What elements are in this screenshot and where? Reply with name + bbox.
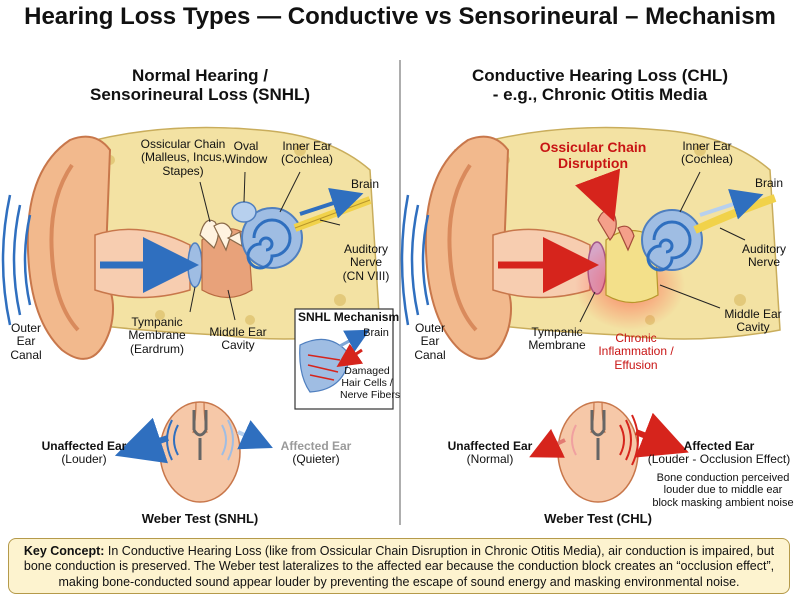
label-middle-left-line2: Cavity <box>221 338 255 353</box>
label-tympanic-right-line1: Tympanic <box>531 325 583 339</box>
label-inner-right-line1: Inner Ear <box>682 139 732 153</box>
label-tympanic-left-line3: (Eardrum) <box>129 341 184 356</box>
left-affected-title: Affected Ear <box>280 439 352 453</box>
label-inner-right-line2: (Cochlea) <box>680 152 734 167</box>
label-outer-right-line3: Canal <box>414 347 446 362</box>
left-heading-line2: Sensorineural Loss (SNHL) <box>90 85 311 105</box>
label-outer-ear-canal-left: Outer Ear Canal <box>4 321 48 362</box>
label-tympanic-left-line2: Membrane <box>128 328 186 343</box>
label-middle-ear-left: Middle Ear Cavity <box>200 325 276 353</box>
right-heading-line2: - e.g., Chronic Otitis Media <box>492 85 708 105</box>
key-concept-label: Key Concept: <box>23 544 105 558</box>
bone-note-line1: Bone conduction perceived <box>656 472 790 484</box>
label-nerve-left-line1: Auditory <box>343 242 389 256</box>
left-weber-head <box>114 401 273 503</box>
left-heading-line1: Normal Hearing / <box>131 66 269 85</box>
right-affected-ear: Affected Ear (Louder - Occlusion Effect) <box>644 439 794 467</box>
label-chronic-inflammation: Chronic Inflammation / Effusion <box>588 331 684 372</box>
label-ossicular-line3: Stapes) <box>162 163 204 178</box>
left-ear-illustration <box>1 126 381 360</box>
inset-brain-label: Brain <box>363 327 389 339</box>
label-ossicular-line1: Ossicular Chain <box>140 137 226 151</box>
label-outer-right-line2: Ear <box>420 334 440 349</box>
label-brain-right: Brain <box>754 176 783 190</box>
left-heading: Normal Hearing / Sensorineural Loss (SNH… <box>90 66 310 104</box>
left-weber-label: Weber Test (SNHL) <box>141 511 259 526</box>
right-affected-title: Affected Ear <box>683 439 755 453</box>
right-unaffected-title: Unaffected Ear <box>447 439 533 453</box>
right-heading: Conductive Hearing Loss (CHL) - e.g., Ch… <box>455 66 745 104</box>
right-weber-head <box>529 401 689 503</box>
label-inner-ear-left: Inner Ear (Cochlea) <box>272 139 342 167</box>
left-leader-lines <box>189 171 341 321</box>
label-outer-right-line1: Outer <box>414 321 445 335</box>
label-nerve-left-line2: Nerve <box>349 255 382 270</box>
label-nerve-right-line2: Nerve <box>747 255 780 270</box>
left-affected-sub: (Quieter) <box>292 452 340 467</box>
label-ossicular-chain: Ossicular Chain (Malleus, Incus, Stapes) <box>128 137 238 178</box>
snhl-inset <box>294 308 394 410</box>
label-inflam-line1: Chronic <box>615 331 657 345</box>
right-affected-sub: (Louder - Occlusion Effect) <box>647 452 791 467</box>
right-unaffected-ear: Unaffected Ear (Normal) <box>440 439 540 467</box>
bone-note-line2: louder due to middle ear <box>663 484 783 497</box>
inset-damaged-line2: Hair Cells / <box>341 376 393 389</box>
label-inflam-line3: Effusion <box>614 357 658 372</box>
label-inner-left-line2: (Cochlea) <box>280 152 334 167</box>
label-oval-line2: Window <box>224 152 268 167</box>
label-brain-left: Brain <box>350 177 379 191</box>
right-weber-label: Weber Test (CHL) <box>544 511 652 526</box>
inset-damaged-label: Damaged Hair Cells / Nerve Fibers <box>340 365 401 401</box>
label-disruption-line2: Disruption <box>558 154 628 171</box>
label-ossicular-disruption: Ossicular Chain Disruption <box>528 139 658 171</box>
bone-note-line3: block masking ambient noise <box>652 496 794 509</box>
right-unaffected-sub: (Normal) <box>466 452 514 467</box>
key-concept-box: Key Concept: In Conductive Hearing Loss … <box>8 538 790 594</box>
label-inflam-line2: Inflammation / <box>598 344 674 359</box>
left-unaffected-ear: Unaffected Ear (Louder) <box>34 439 134 467</box>
page-title: Hearing Loss Types — Conductive vs Senso… <box>24 3 776 30</box>
label-outer-left-line3: Canal <box>10 347 42 362</box>
right-ear-illustration <box>400 126 781 360</box>
left-unaffected-sub: (Louder) <box>61 452 107 467</box>
label-oval-line1: Oval <box>233 139 259 153</box>
label-outer-left-line1: Outer <box>10 321 41 335</box>
label-outer-left-line2: Ear <box>16 334 36 349</box>
label-tympanic-left-line1: Tympanic <box>131 315 183 329</box>
label-nerve-right-line1: Auditory <box>741 242 787 256</box>
inset-damaged-line1: Damaged <box>344 365 390 377</box>
right-bone-conduction-note: Bone conduction perceived louder due to … <box>650 472 796 509</box>
label-middle-right-line2: Cavity <box>736 320 770 335</box>
label-tympanic-right: Tympanic Membrane <box>522 325 592 353</box>
label-outer-ear-canal-right: Outer Ear Canal <box>408 321 452 362</box>
label-tympanic-left: Tympanic Membrane (Eardrum) <box>122 315 192 356</box>
left-unaffected-title: Unaffected Ear <box>41 439 127 453</box>
right-leader-lines <box>579 171 746 323</box>
inset-damaged-line3: Nerve Fibers <box>340 388 401 401</box>
label-oval-window: Oval Window <box>222 139 270 167</box>
right-heading-line1: Conductive Hearing Loss (CHL) <box>472 66 728 85</box>
key-concept-text: In Conductive Hearing Loss (like from Os… <box>23 544 775 589</box>
inset-title: SNHL Mechanism <box>298 310 400 324</box>
label-disruption-line1: Ossicular Chain <box>539 139 647 155</box>
label-auditory-nerve-left: Auditory Nerve (CN VIII) <box>336 242 396 283</box>
left-affected-ear: Affected Ear (Quieter) <box>266 439 366 467</box>
label-inner-left-line1: Inner Ear <box>282 139 332 153</box>
label-middle-left-line1: Middle Ear <box>209 325 267 339</box>
label-nerve-left-line3: (CN VIII) <box>342 268 390 283</box>
label-tympanic-right-line2: Membrane <box>528 338 586 353</box>
label-middle-right-line1: Middle Ear <box>724 307 782 321</box>
label-inner-ear-right: Inner Ear (Cochlea) <box>672 139 742 167</box>
label-middle-ear-right: Middle Ear Cavity <box>714 307 792 335</box>
label-ossicular-line2: (Malleus, Incus, <box>140 150 226 165</box>
label-auditory-nerve-right: Auditory Nerve <box>734 242 794 270</box>
